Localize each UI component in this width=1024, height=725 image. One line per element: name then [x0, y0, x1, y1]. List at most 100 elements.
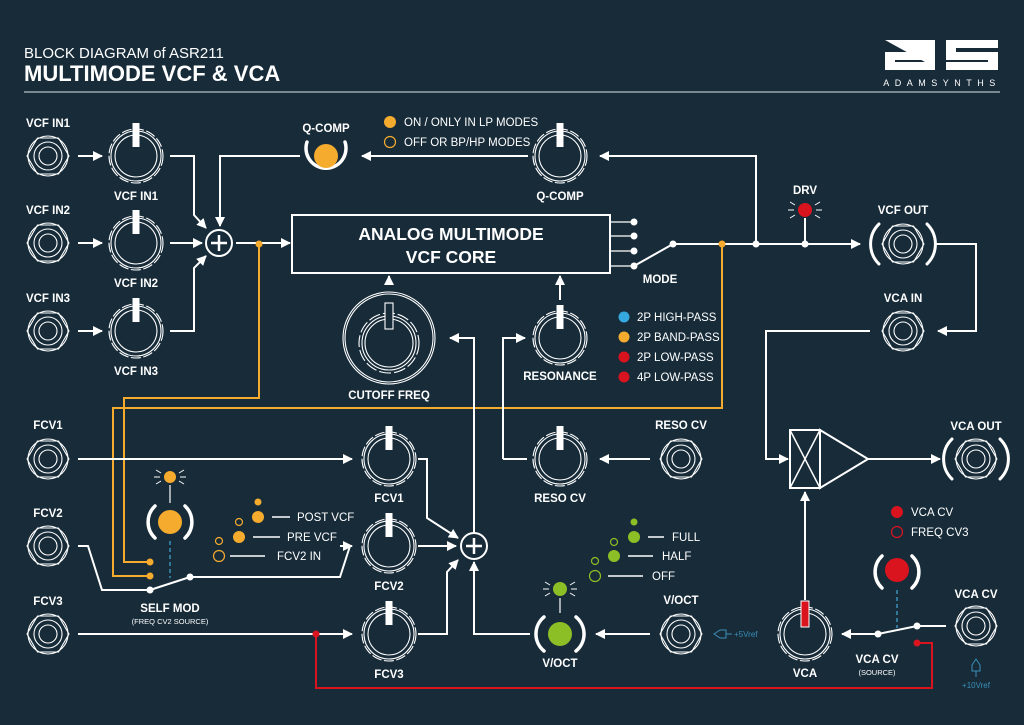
vca-in-wire — [765, 330, 870, 464]
freq-cv3-red-wire — [312, 630, 933, 689]
vca-cv-legend: VCA CV FREQ CV3 — [890, 506, 969, 539]
svg-text:OFF: OFF — [652, 571, 675, 583]
vcf-in1-knob[interactable] — [108, 122, 164, 184]
mode-color-dot-icon — [618, 371, 630, 383]
qcomp-led-label: Q-COMP — [302, 123, 350, 135]
mode-legend-item: 2P BAND-PASS — [637, 332, 720, 344]
fcv2-jack-label: FCV2 — [33, 508, 62, 520]
fcv1-knob[interactable] — [361, 425, 417, 487]
voct-ref-arrow-icon — [713, 629, 732, 639]
mode-color-dot-icon — [618, 331, 630, 343]
as-logo-icon — [885, 40, 998, 70]
fcv-wires — [78, 454, 459, 639]
vca-out-jack[interactable] — [942, 437, 1010, 481]
resonance-label: RESONANCE — [523, 371, 597, 383]
modes-legend: 2P HIGH-PASS 2P BAND-PASS 2P LOW-PASS 4P… — [618, 311, 720, 384]
self-mod-switch[interactable] — [146, 573, 194, 594]
self-mod-legend: POST VCF PRE VCF FCV2 IN — [212, 498, 354, 563]
svg-text:HALF: HALF — [662, 551, 691, 563]
mode-switch-label: MODE — [643, 274, 678, 286]
fcv3-knob[interactable] — [361, 600, 417, 662]
mode-color-dot-icon — [618, 351, 630, 363]
svg-text:FCV2 IN: FCV2 IN — [277, 551, 321, 563]
vca-cv-switch-sublabel: (SOURCE) — [858, 668, 896, 677]
vcf-in3-jack[interactable] — [26, 310, 70, 352]
self-mod-tap-wires — [112, 240, 723, 580]
fcv1-jack-label: FCV1 — [33, 420, 63, 432]
fcv1-knob-label: FCV1 — [374, 493, 404, 505]
vca-knob[interactable] — [777, 600, 833, 662]
vca-out-label: VCA OUT — [950, 421, 1001, 433]
vcf-in2-knob[interactable] — [108, 209, 164, 271]
vca-cv-jack[interactable] — [954, 605, 998, 647]
vca-ref-label: +10Vref — [962, 681, 991, 690]
vca-cv-switch-label: VCA CV — [855, 654, 898, 666]
voct-legend: FULL HALF OFF — [588, 518, 701, 583]
svg-text:FULL: FULL — [672, 532, 701, 544]
vcf-out-to-vca-in-wire — [936, 243, 977, 336]
fcv2-jack[interactable] — [26, 525, 70, 567]
mode-switch[interactable] — [610, 218, 677, 270]
mode-color-dot-icon — [618, 311, 630, 323]
input-summer — [205, 229, 233, 257]
vcf-in1-jack[interactable] — [26, 135, 70, 177]
reso-cv-knob-label: RESO CV — [534, 493, 586, 505]
vcf-out-jack[interactable] — [869, 222, 937, 266]
voct-to-summer-wire — [469, 561, 530, 635]
core-output-wires — [673, 218, 861, 249]
voct-ref-label: +5Vref — [734, 630, 758, 639]
cutoff-freq-knob[interactable] — [342, 291, 436, 385]
vcf-out-label: VCF OUT — [878, 205, 928, 217]
fcv2-knob-label: FCV2 — [374, 581, 403, 593]
diagram-title: MULTIMODE VCF & VCA — [24, 61, 280, 86]
fcv1-jack[interactable] — [26, 438, 70, 480]
drv-led-label: DRV — [793, 185, 817, 197]
brand-name: ADAMSYNTHS — [883, 78, 1001, 88]
fcv3-jack[interactable] — [26, 613, 70, 655]
vca-in-label: VCA IN — [884, 293, 923, 305]
fcv-summer — [460, 532, 488, 560]
self-mod-sublabel: (FREQ CV2 SOURCE) — [132, 617, 209, 626]
qcomp-knob-label: Q-COMP — [536, 191, 584, 203]
voct-jack[interactable] — [659, 613, 703, 655]
vcf-in3-knob[interactable] — [108, 297, 164, 359]
fcv2-knob[interactable] — [361, 512, 417, 574]
vca-block — [789, 428, 870, 490]
qcomp-legend-off: OFF OR BP/HP MODES — [404, 137, 531, 149]
voct-led-label: V/OCT — [542, 658, 577, 670]
cutoff-freq-label: CUTOFF FREQ — [348, 390, 430, 402]
vcf-in3-knob-label: VCF IN3 — [114, 366, 158, 378]
reso-cv-jack[interactable] — [659, 438, 703, 480]
vca-cv-led — [873, 554, 921, 628]
svg-text:VCA CV: VCA CV — [911, 507, 954, 519]
vcf-in3-jack-label: VCF IN3 — [26, 293, 70, 305]
svg-text:FREQ CV3: FREQ CV3 — [911, 527, 969, 539]
vcf-in1-jack-label: VCF IN1 — [26, 118, 71, 130]
qcomp-led — [304, 140, 348, 170]
voct-jack-label: V/OCT — [663, 595, 698, 607]
diagram-subtitle: BLOCK DIAGRAM of ASR211 — [24, 45, 224, 62]
self-mod-led — [146, 469, 194, 578]
mode-legend-item: 2P LOW-PASS — [637, 352, 714, 364]
input-wires — [78, 151, 300, 336]
mode-legend-item: 2P HIGH-PASS — [637, 312, 717, 324]
qcomp-off-dot-icon — [383, 135, 397, 149]
resonance-knob[interactable] — [532, 304, 588, 366]
vcf-core-block — [291, 214, 611, 274]
qcomp-wires — [222, 151, 757, 243]
reso-cv-knob[interactable] — [532, 425, 588, 487]
cv-wires — [449, 333, 650, 546]
fcv3-jack-label: FCV3 — [33, 596, 62, 608]
vcf-core-title-line1: ANALOG MULTIMODE — [358, 224, 543, 244]
self-mod-label: SELF MOD — [140, 603, 199, 615]
drv-led — [788, 201, 822, 219]
vca-in-jack[interactable] — [881, 310, 925, 352]
vcf-in2-jack[interactable] — [26, 222, 70, 264]
qcomp-knob[interactable] — [532, 122, 588, 184]
vcf-in2-knob-label: VCF IN2 — [114, 278, 158, 290]
voct-led — [534, 581, 586, 653]
vca-cv-source-switch[interactable] — [841, 622, 946, 639]
fcv3-knob-label: FCV3 — [374, 669, 403, 681]
mode-legend-item: 4P LOW-PASS — [637, 372, 714, 384]
